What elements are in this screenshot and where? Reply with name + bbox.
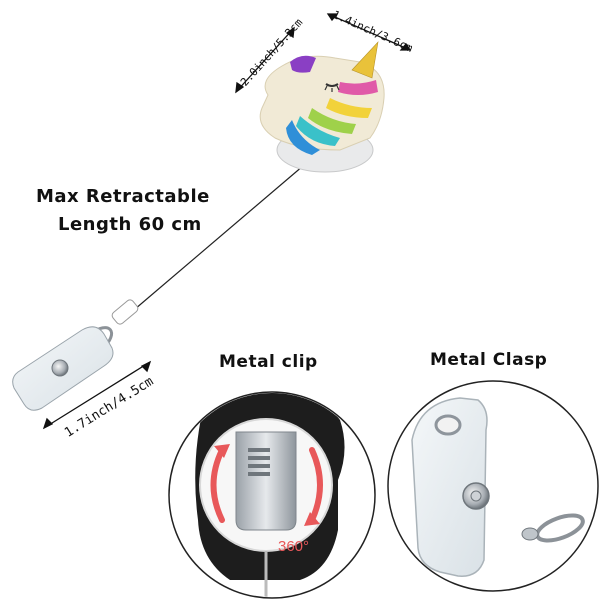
snap-button bbox=[51, 359, 69, 377]
strap-dimension-arrow bbox=[42, 360, 152, 430]
height-dimension-arrow bbox=[235, 26, 295, 94]
unicorn-mane-teal bbox=[296, 116, 340, 146]
metal-clip-label: Metal clip bbox=[219, 352, 318, 372]
metal-clasp-label: Metal Clasp bbox=[430, 350, 548, 370]
unicorn-mane-pink bbox=[338, 80, 378, 95]
grommet bbox=[434, 414, 462, 436]
unicorn-mane-blue bbox=[286, 120, 320, 155]
retractable-length-label-line1: Max Retractable bbox=[36, 186, 210, 207]
retractable-cord bbox=[127, 159, 311, 316]
unicorn-lashes bbox=[324, 85, 340, 92]
metal-clip bbox=[235, 431, 297, 531]
rotation-label: 360° bbox=[278, 538, 310, 555]
badge-strap bbox=[12, 299, 139, 411]
unicorn-mane-green bbox=[308, 108, 356, 134]
unicorn-mane-yellow bbox=[326, 98, 372, 118]
metal-clip-detail bbox=[168, 391, 376, 599]
unicorn-badge bbox=[259, 41, 385, 173]
unicorn-horn bbox=[351, 41, 379, 79]
strap-connector bbox=[111, 299, 139, 325]
rotate-arrow-icon bbox=[210, 447, 225, 523]
unicorn-eye bbox=[325, 83, 339, 87]
metal-clasp-detail bbox=[387, 380, 599, 592]
retractable-length-label-line2: Length 60 cm bbox=[58, 214, 202, 235]
width-dimension-arrow bbox=[326, 13, 412, 51]
unicorn-mane-purple bbox=[290, 55, 316, 73]
